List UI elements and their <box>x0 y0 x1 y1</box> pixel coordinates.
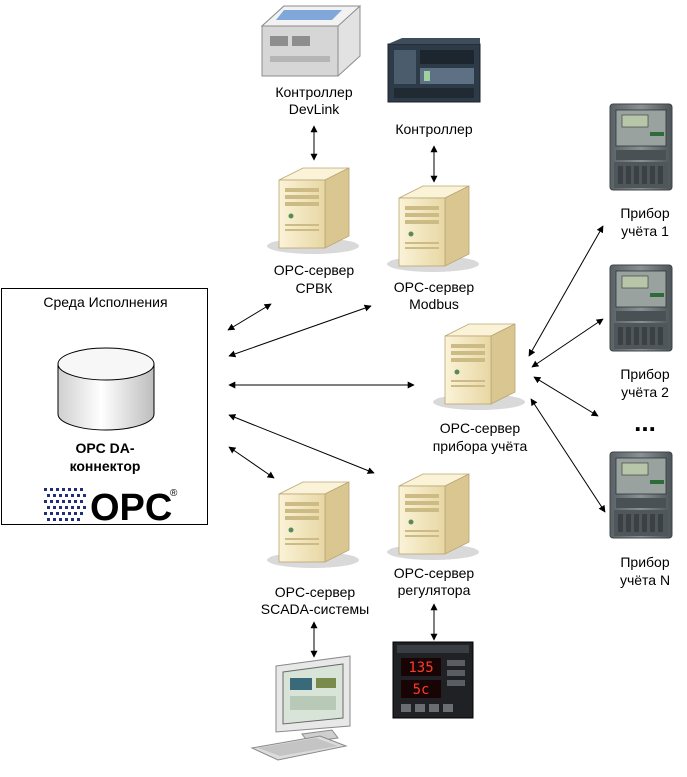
scada-label-line1: OPC-сервер <box>274 584 356 600</box>
modbus-label-line2: Modbus <box>409 296 459 312</box>
scada-label-line2: SCADA-системы <box>260 601 370 617</box>
meter-n-icon <box>609 451 673 539</box>
meter-server-icon <box>432 323 526 411</box>
meter-n-label-line2: учёта N <box>619 572 671 588</box>
meter-server-label-line2: прибора учёта <box>432 438 528 454</box>
controller-label: Контроллер <box>395 121 473 137</box>
meter-server-label-line1: OPC-сервер <box>439 420 521 436</box>
arrow-meter-server-dots <box>533 376 599 417</box>
devlink-label-line2: DevLink <box>288 101 340 117</box>
plc-controller-icon <box>387 38 481 103</box>
modbus-server-icon <box>386 185 480 273</box>
connector-label-line2: коннектор <box>69 458 141 474</box>
srvk-label-line1: OPC-сервер <box>273 262 355 278</box>
arrow-meter-server-meter1 <box>528 225 604 357</box>
scada-server-icon <box>266 481 360 569</box>
meter-1-label-line2: учёта 1 <box>621 223 669 239</box>
modbus-label-line1: OPC-сервер <box>393 279 475 295</box>
regulator-label-line2: регулятора <box>397 582 471 598</box>
opc-logo-icon: OPC ® <box>42 486 178 529</box>
arrow-runtime-srvk <box>227 303 272 331</box>
meter-2-label-line1: Прибор <box>620 366 670 382</box>
srvk-label-line2: СРВК <box>295 280 333 296</box>
arrow-meter-server-meter2 <box>531 318 604 368</box>
devlink-controller-icon <box>260 5 362 77</box>
meter-1-icon <box>609 103 673 191</box>
arrow-runtime-modbus <box>228 304 372 358</box>
meter-2-label-line2: учёта 2 <box>621 384 669 400</box>
meter-n-label-line1: Прибор <box>620 554 670 570</box>
opc-logo-text: OPC <box>90 487 172 529</box>
regulator-device-icon: 135 5c <box>392 641 474 719</box>
meter-2-icon <box>609 264 673 352</box>
opc-logo-trademark: ® <box>170 488 178 499</box>
meter-1-label-line1: Прибор <box>620 205 670 221</box>
database-icon <box>57 347 155 431</box>
regulator-server-icon <box>386 473 480 561</box>
arrow-runtime-regulator <box>228 414 375 474</box>
connection-arrows <box>227 125 606 658</box>
runtime-environment-box: Среда Исполнения <box>1 288 208 525</box>
computer-workstation-icon <box>250 655 351 761</box>
devlink-label-line1: Контроллер <box>275 84 353 100</box>
regulator-label-line1: OPC-сервер <box>393 565 475 581</box>
arrow-runtime-scada <box>228 446 275 479</box>
runtime-title: Среда Исполнения <box>43 294 168 310</box>
srvk-server-icon <box>266 167 360 255</box>
connector-label-line1: OPC DA- <box>75 440 135 456</box>
regulator-display-bottom: 5c <box>413 682 430 698</box>
regulator-display-top: 135 <box>408 660 433 676</box>
meter-ellipsis: ... <box>634 407 656 437</box>
arrow-meter-server-meterN <box>530 398 606 513</box>
